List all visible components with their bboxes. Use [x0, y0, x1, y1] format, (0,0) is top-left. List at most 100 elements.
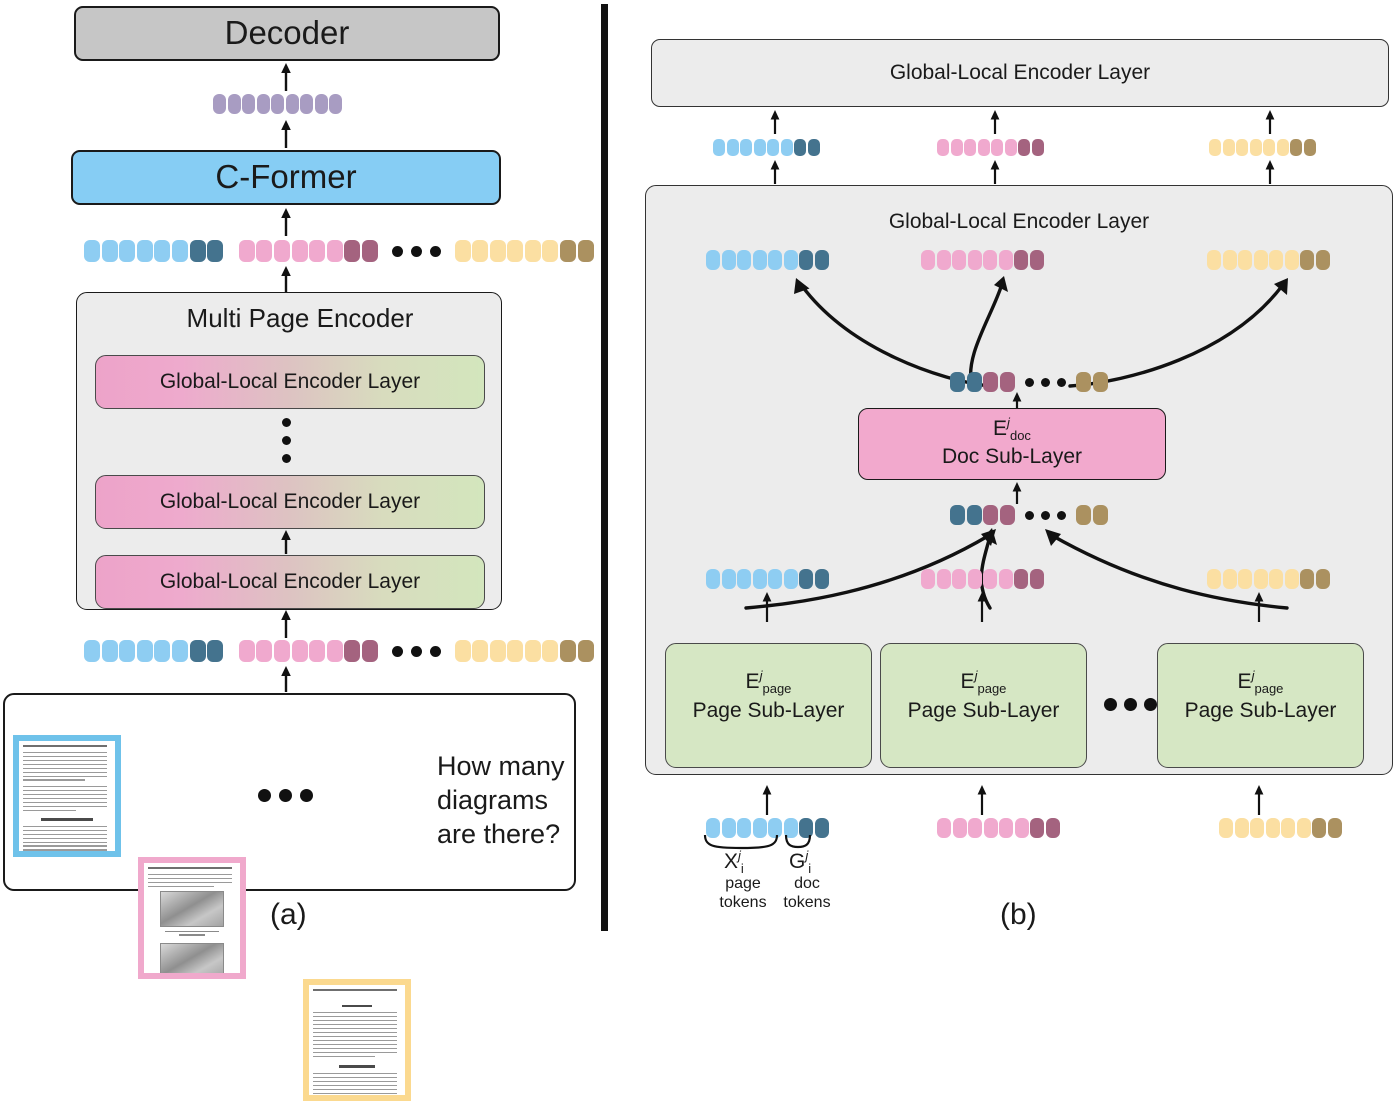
token-block: [560, 640, 577, 662]
global-local-encoder-layer-middle: Global-Local Encoder Layer: [95, 475, 485, 529]
token-block: [213, 94, 226, 114]
token-block: [968, 818, 982, 838]
token-block: [542, 640, 559, 662]
arrow-input-to-pagesublayer1: [762, 785, 772, 815]
token-block: [952, 250, 966, 270]
token-block: [783, 818, 798, 838]
token-block: [361, 240, 378, 262]
token-block: [999, 505, 1015, 525]
token-block: [966, 505, 982, 525]
x-caption-line-1: page: [725, 875, 761, 892]
token-block: [706, 569, 720, 589]
curved-arrow-doc-to-tan: [1068, 278, 1288, 388]
token-block: [1300, 250, 1314, 270]
token-block: [1281, 818, 1295, 838]
page-thumbnail-3: [303, 979, 411, 1101]
token-block: [238, 240, 255, 262]
token-block: [271, 94, 284, 114]
token-block: [921, 250, 935, 270]
vertical-ellipsis-encoder: [278, 418, 294, 473]
c-former-label: C-Former: [215, 158, 357, 196]
token-block: [1234, 818, 1249, 838]
token-block: [1238, 569, 1252, 589]
token-block: [1004, 139, 1017, 156]
g-caption-line-2: tokens: [783, 894, 831, 912]
token-block: [799, 250, 813, 270]
token-block: [768, 818, 782, 838]
token-block: [1300, 569, 1314, 589]
token-block: [1312, 818, 1326, 838]
token-block: [326, 240, 343, 262]
question-line-2: diagrams: [437, 784, 549, 815]
g-caption-line-1: doc: [794, 875, 820, 892]
token-block: [1269, 569, 1283, 589]
token-block: [472, 240, 489, 262]
token-block: [1076, 372, 1091, 392]
token-block: [136, 640, 153, 662]
token-block: [983, 818, 998, 838]
token-block: [171, 240, 188, 262]
token-row-cformer-input: [84, 240, 595, 262]
decoder-label: Decoder: [224, 14, 350, 52]
token-block: [1018, 139, 1030, 156]
doc-sublayer-symbol: Ejdoc: [993, 415, 1031, 444]
token-block: [84, 240, 100, 262]
token-block: [154, 640, 171, 662]
token-row-b-doc-output: [950, 372, 1109, 392]
multi-page-encoder-label: Multi Page Encoder: [186, 303, 414, 333]
token-block: [1249, 139, 1262, 156]
token-block: [361, 640, 378, 662]
token-block: [119, 640, 136, 662]
page-thumbnail-2: [138, 857, 246, 979]
token-block: [794, 139, 806, 156]
arrow-input-to-pagesublayer3: [1254, 785, 1264, 815]
token-row-b-page-out-blue: [706, 569, 830, 589]
top-global-local-encoder-layer: Global-Local Encoder Layer: [651, 39, 1389, 107]
token-block: [314, 94, 328, 114]
arrow-tokens-to-decoder: [281, 63, 291, 91]
token-block: [1315, 250, 1330, 270]
token-block: [1327, 818, 1342, 838]
arrow-b-inner-to-tan-tokens: [1265, 160, 1275, 184]
token-block: [273, 240, 290, 262]
doc-sub-layer-box: Ejdoc Doc Sub-Layer: [858, 408, 1166, 480]
question-line-1: How many: [437, 751, 565, 781]
arrow-pagesublayer1-out: [762, 592, 772, 622]
token-block: [189, 240, 206, 262]
token-block: [753, 139, 766, 156]
token-block: [101, 240, 118, 262]
token-block: [752, 250, 767, 270]
token-block: [285, 94, 299, 114]
page-sublayer-symbol: Ejpage: [960, 668, 1007, 697]
token-block: [309, 240, 326, 262]
token-block: [524, 240, 541, 262]
arrow-pagesublayer3-out: [1254, 592, 1264, 622]
arrow-gl-bottom-to-middle: [281, 530, 291, 554]
token-block: [713, 139, 725, 156]
token-block: [329, 94, 342, 114]
token-block: [706, 818, 720, 838]
page-sublayer-label: Page Sub-Layer: [692, 698, 845, 722]
token-block: [1236, 139, 1248, 156]
token-block: [524, 640, 541, 662]
token-block: [507, 640, 524, 662]
token-ellipsis: [391, 245, 441, 257]
token-row-b-input-pink: [937, 818, 1061, 838]
curved-arrow-tan-to-doc: [1045, 529, 1289, 610]
token-block: [1207, 569, 1221, 589]
inner-gl-layer-label: Global-Local Encoder Layer: [888, 210, 1150, 233]
token-block: [768, 569, 782, 589]
token-block: [1315, 569, 1330, 589]
arrow-b-inner-to-blue-tokens: [770, 160, 780, 184]
token-block: [189, 640, 206, 662]
token-block: [1014, 569, 1028, 589]
token-block: [998, 569, 1013, 589]
token-row-b-inner-top-tan: [1207, 250, 1331, 270]
token-row-b-inner-top-pink: [921, 250, 1045, 270]
x-caption-line-2: tokens: [719, 894, 767, 912]
doc-sublayer-label: Doc Sub-Layer: [941, 444, 1083, 468]
page-sub-layer-1: Ejpage Page Sub-Layer: [665, 643, 872, 768]
token-block: [1253, 250, 1268, 270]
token-block: [740, 139, 752, 156]
panel-divider: [601, 4, 608, 931]
